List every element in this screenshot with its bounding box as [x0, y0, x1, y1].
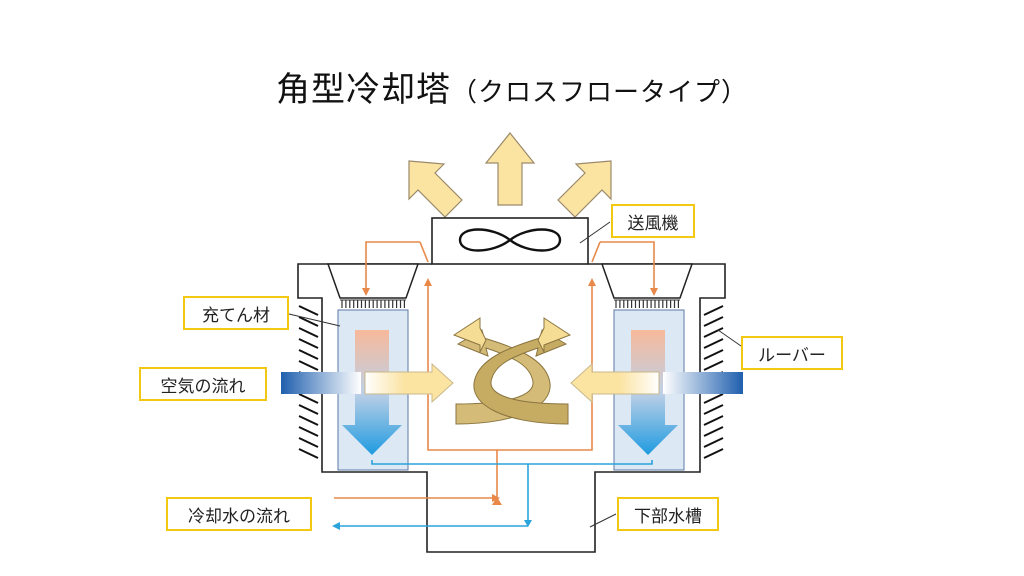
louver-slat [298, 404, 319, 415]
louver-slat [703, 448, 724, 459]
louver-slat [703, 305, 724, 316]
basin-callout: 下部水槽 [617, 497, 719, 531]
louver-slat [703, 426, 724, 437]
exhaust-air-arrows [408, 132, 612, 218]
left-distribution-basin [326, 263, 420, 299]
callout-leaders [288, 221, 742, 528]
louver-slat [298, 360, 319, 371]
right-riser-head [600, 241, 655, 290]
crossflow-swirl [452, 317, 572, 425]
louver-slat [703, 360, 724, 371]
nozzle-teeth-left [341, 300, 405, 308]
left-riser-head [365, 241, 420, 290]
fan-callout: 送風機 [611, 204, 695, 238]
louver-slat [703, 338, 724, 349]
louver-slat [298, 316, 319, 327]
cool-water-collector [371, 460, 653, 465]
cool-water-pipes [336, 460, 653, 527]
tower-body-outline [297, 263, 726, 553]
louver-slat [298, 448, 319, 459]
water-flow-callout: 冷却水の流れ [166, 497, 312, 531]
louver-slat [298, 305, 319, 316]
louver-slat [703, 437, 724, 448]
left-air-to-center-arrow [364, 362, 454, 404]
louver-slat [298, 393, 319, 404]
fan-housing [431, 217, 589, 265]
title-subtitle: （クロスフロータイプ） [450, 78, 748, 108]
fill-leader [288, 313, 341, 327]
exhaust-arrow-up [484, 132, 536, 206]
swirl-arrow-left [452, 317, 487, 353]
louver-slat [298, 349, 319, 360]
airflow-callout: 空気の流れ [139, 367, 267, 401]
infinity-fan-icon [458, 228, 562, 252]
left-air-inlet-bar [281, 372, 361, 394]
fan-leader [579, 221, 611, 244]
louver-slat [703, 327, 724, 338]
right-air-to-center-arrow [570, 362, 660, 404]
right-distribution-basin [600, 263, 694, 299]
basin-leader [589, 513, 617, 528]
louver-slat [703, 349, 724, 360]
warm-water-arrowheads [362, 278, 658, 505]
right-louvers [703, 305, 724, 459]
warm-water-to-left-basin [427, 280, 498, 500]
louver-slat [703, 404, 724, 415]
louver-slat [298, 338, 319, 349]
louver-slat [703, 415, 724, 426]
louver-slat [298, 415, 319, 426]
louver-slat [298, 327, 319, 338]
exhaust-arrow-left [408, 160, 463, 218]
louver-leader [717, 329, 742, 347]
louver-callout: ルーバー [741, 336, 843, 370]
louver-slat [298, 426, 319, 437]
fill-callout: 充てん材 [183, 296, 289, 330]
cool-water-arrowheads [332, 520, 532, 530]
louver-slat [703, 316, 724, 327]
nozzle-teeth-right [615, 300, 680, 308]
title-main: 角型冷却塔 [275, 70, 451, 110]
swirl-arrow-right [537, 317, 572, 353]
distribution-basins [326, 263, 694, 299]
louver-slat [298, 437, 319, 448]
warm-water-pipes [334, 241, 655, 500]
exhaust-arrow-right [557, 160, 612, 218]
louver-slat [703, 393, 724, 404]
warm-water-to-right-basin [497, 280, 593, 451]
right-air-inlet-bar [663, 372, 743, 394]
diagram-title: 角型冷却塔（クロスフロータイプ） [0, 62, 1024, 111]
